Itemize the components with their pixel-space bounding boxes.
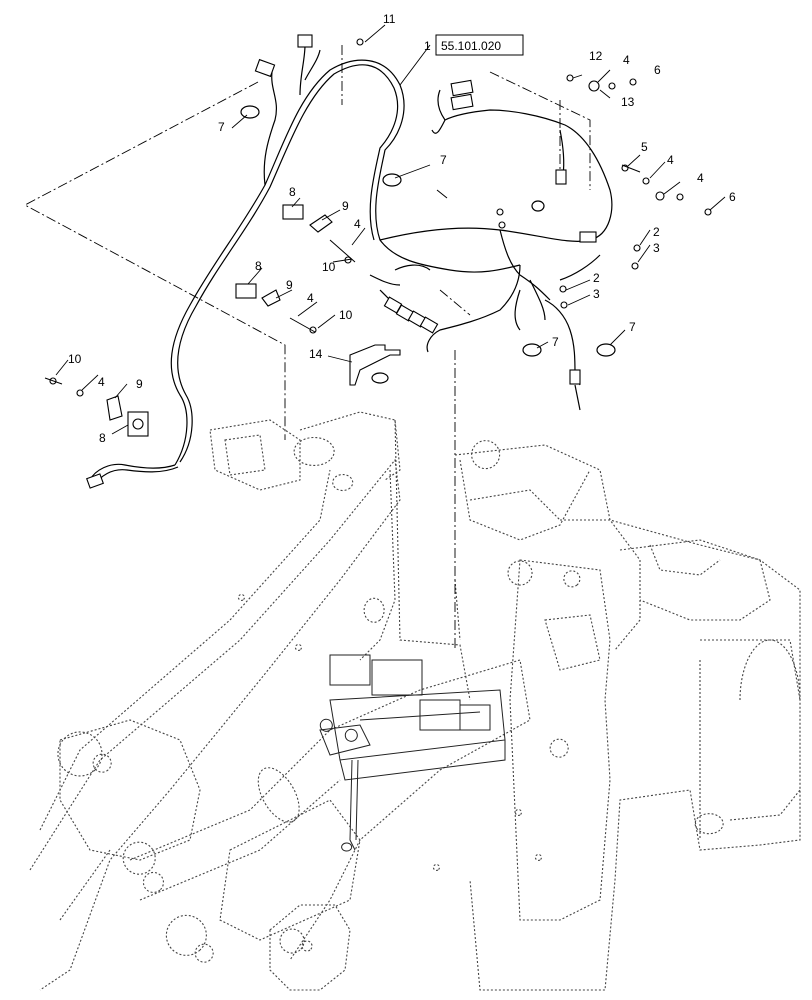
callout-2b: 2 (593, 271, 600, 285)
callout-4a: 4 (623, 53, 630, 67)
reference-code-box: 55.101.020 (435, 34, 524, 56)
callout-6a: 6 (654, 63, 661, 77)
callout-14: 14 (309, 347, 323, 361)
callout-11: 11 (383, 12, 396, 26)
wire-harness (89, 44, 613, 487)
assembly-boundary-lines (24, 45, 591, 650)
callout-4b: 4 (667, 153, 674, 167)
callout-2a: 2 (653, 225, 660, 239)
cable-ties (240, 105, 616, 384)
reference-code-text: 55.101.020 (441, 39, 501, 53)
callout-leader-lines (55, 24, 726, 435)
callout-3b: 3 (593, 287, 600, 301)
callout-10b: 10 (339, 308, 353, 322)
callout-3a: 3 (653, 241, 660, 255)
callout-4f: 4 (98, 375, 105, 389)
callout-13: 13 (621, 95, 635, 109)
callout-1: 1 (424, 39, 431, 53)
callout-5: 5 (641, 140, 648, 154)
callout-4e: 4 (307, 291, 314, 305)
loader-frame-outline (29, 411, 801, 991)
callout-6b: 6 (729, 190, 736, 204)
callout-8c: 8 (99, 431, 106, 445)
hydraulic-valve-assembly (319, 654, 506, 852)
harness-connectors (49, 34, 712, 489)
callout-4d: 4 (354, 217, 361, 231)
callout-12: 12 (589, 49, 603, 63)
callout-7b: 7 (440, 153, 447, 167)
callout-4c: 4 (697, 171, 704, 185)
callout-7d: 7 (552, 335, 559, 349)
callout-7a: 7 (218, 120, 225, 134)
callout-10a: 10 (322, 260, 336, 274)
callout-9c: 9 (136, 377, 143, 391)
callout-labels: 1 2 2 3 3 4 4 4 4 4 4 5 6 6 7 7 7 7 8 8 … (68, 12, 736, 445)
callout-7c: 7 (629, 320, 636, 334)
callout-9b: 9 (286, 278, 293, 292)
callout-8a: 8 (289, 185, 296, 199)
callout-9a: 9 (342, 199, 349, 213)
callout-8b: 8 (255, 259, 262, 273)
bolts (44, 164, 641, 385)
callout-10c: 10 (68, 352, 82, 366)
